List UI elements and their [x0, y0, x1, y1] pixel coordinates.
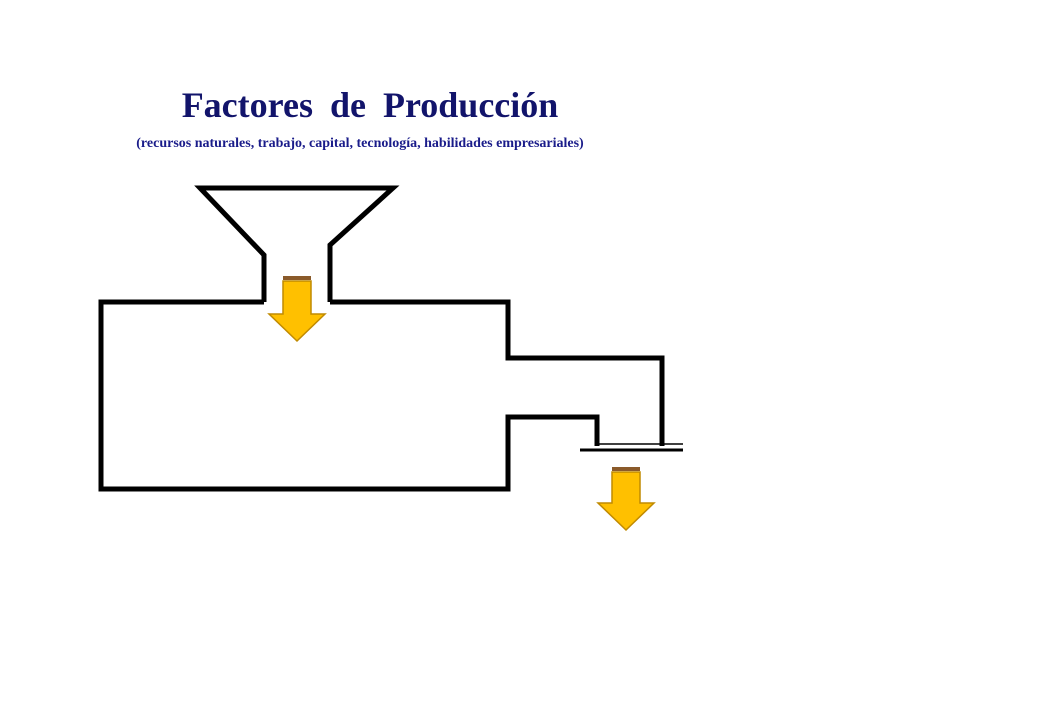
slide-subtitle: (recursos naturales, trabajo, capital, t… [136, 136, 584, 151]
hopper-funnel [194, 185, 400, 302]
machine-body-top [330, 299, 665, 446]
input-arrow-icon [267, 276, 327, 343]
slide-title: Factores de Producción [181, 85, 559, 125]
output-arrow-icon [596, 467, 656, 532]
machine-body [98, 299, 600, 492]
